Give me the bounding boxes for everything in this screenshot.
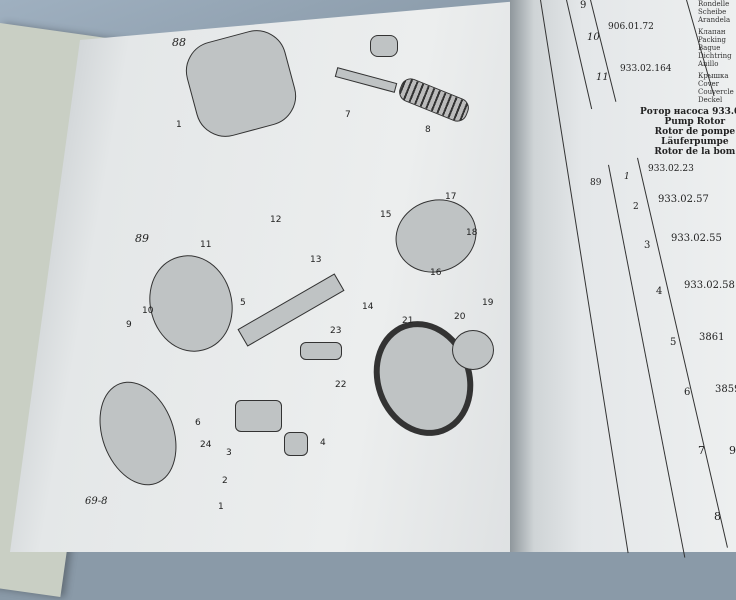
callout: 5 bbox=[240, 298, 246, 308]
pin-drawing bbox=[300, 342, 342, 360]
row-pos: 3 bbox=[644, 240, 651, 251]
row-pos: 1 bbox=[624, 172, 630, 182]
row-part: 933.02.58 bbox=[684, 280, 735, 291]
desc: Cover bbox=[698, 80, 720, 88]
row-pos: 7 bbox=[698, 444, 705, 457]
header-es: Rotor de la bom bbox=[654, 147, 736, 157]
desc: Scheibe bbox=[698, 8, 727, 16]
callout: 9 bbox=[126, 320, 132, 330]
row-pos: 8 bbox=[714, 510, 721, 523]
callout: 16 bbox=[430, 268, 442, 278]
desc: Deckel bbox=[698, 96, 723, 104]
bearing-drawing bbox=[452, 330, 494, 370]
callout: 1 bbox=[218, 502, 224, 512]
desc: Клапан bbox=[698, 28, 726, 36]
row-pos: 9 bbox=[580, 0, 587, 11]
desc: Rondelle bbox=[698, 0, 730, 8]
callout: 17 bbox=[445, 192, 457, 202]
callout: 22 bbox=[335, 380, 347, 390]
callout: 23 bbox=[330, 326, 342, 336]
desc: Anillo bbox=[698, 60, 719, 68]
row-part: 933.02.23 bbox=[648, 164, 694, 174]
row-part: 933.02.57 bbox=[658, 194, 709, 205]
callout: 20 bbox=[454, 312, 466, 322]
desc: Arandela bbox=[698, 16, 731, 24]
right-page bbox=[510, 0, 736, 552]
header-en: Pump Rotor bbox=[664, 117, 726, 127]
callout: 4 bbox=[320, 438, 326, 448]
section-header: Ротор насоса 933.02. Pump Rotor Rotor de… bbox=[640, 107, 736, 157]
row-pos: 4 bbox=[656, 286, 663, 297]
cross-joint-drawing bbox=[235, 400, 282, 432]
callout: 1 bbox=[176, 120, 182, 130]
row-part: 9 bbox=[729, 444, 736, 457]
row-pos: 6 bbox=[684, 387, 691, 398]
figure-89-label: 89 bbox=[135, 232, 149, 245]
header-ru: Ротор насоса 933.02. bbox=[640, 107, 736, 117]
top-descriptions: Rondelle Scheibe Arandela Клапан Packing… bbox=[698, 0, 734, 104]
row-pos: 5 bbox=[670, 337, 677, 348]
row-pos: 2 bbox=[633, 202, 639, 212]
figure-88-label: 88 bbox=[172, 36, 186, 49]
desc: Dichtring bbox=[698, 52, 732, 60]
callout: 2 bbox=[222, 476, 228, 486]
callout: 14 bbox=[362, 302, 374, 312]
row-part: 933.02.55 bbox=[671, 233, 722, 244]
fitting-drawing bbox=[370, 35, 398, 57]
callout: 15 bbox=[380, 210, 392, 220]
callout: 8 bbox=[425, 125, 431, 135]
row-pos: 10 bbox=[587, 32, 600, 43]
callout: 19 bbox=[482, 298, 494, 308]
page-footer-code: 69-8 bbox=[85, 496, 108, 507]
desc: Bague bbox=[698, 44, 721, 52]
callout: 6 bbox=[195, 418, 201, 428]
callout: 3 bbox=[226, 448, 232, 458]
figure-ref: 89 bbox=[590, 178, 602, 188]
row-part: 3859 bbox=[715, 384, 736, 395]
callout: 24 bbox=[200, 440, 212, 450]
header-fr: Rotor de pompe bbox=[654, 127, 736, 137]
callout: 11 bbox=[200, 240, 212, 250]
callout: 18 bbox=[466, 228, 478, 238]
callout: 12 bbox=[270, 215, 282, 225]
desc: Couvercle bbox=[698, 88, 734, 96]
row-part: 3861 bbox=[699, 332, 725, 343]
row-part: 933.02.164 bbox=[620, 64, 672, 74]
row-part: 906.01.72 bbox=[608, 22, 654, 32]
callout: 7 bbox=[345, 110, 351, 120]
header-de: Läuferpumpe bbox=[661, 137, 729, 147]
callout: 13 bbox=[310, 255, 322, 265]
bushing-drawing bbox=[284, 432, 308, 456]
row-pos: 11 bbox=[596, 72, 609, 83]
desc: Крышка bbox=[698, 72, 729, 80]
desc: Packing bbox=[698, 36, 726, 44]
callout: 10 bbox=[142, 306, 154, 316]
callout: 21 bbox=[402, 316, 414, 326]
